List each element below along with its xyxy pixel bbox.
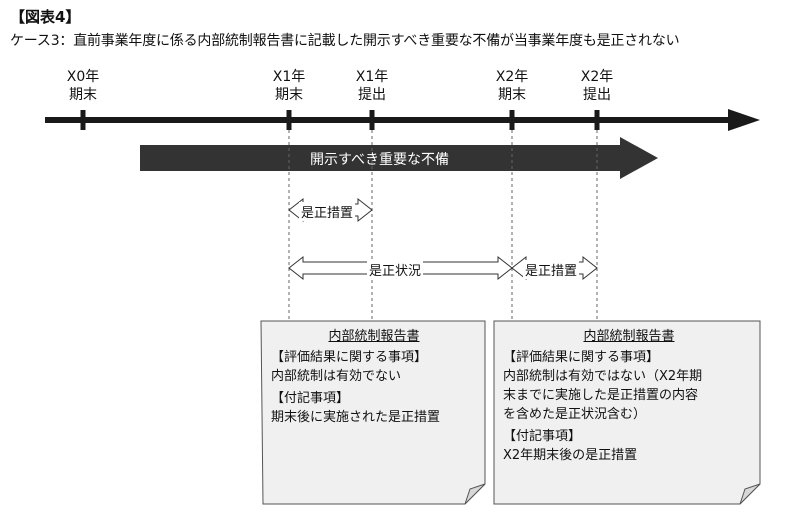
- figure-label: 【図表4】: [10, 8, 81, 26]
- remediation-label-1: 是正措置: [299, 202, 356, 221]
- deficiency-label: 開示すべき重要な不備: [310, 152, 450, 168]
- tick-label-x1-submit: X1年提出: [355, 69, 389, 103]
- status-label: 是正状況: [367, 260, 424, 279]
- report-2-title: 内部統制報告書: [583, 329, 675, 344]
- report-2-appendix-text: X2年期末後の是正措置: [503, 448, 638, 463]
- report-1-heading-appendix: 【付記事項】: [271, 391, 350, 406]
- tick-label-x2-submit: X2年提出: [580, 69, 614, 103]
- tick-label-x0-end: X0年期末: [66, 69, 100, 103]
- case-title: ケース3：直前事業年度に係る内部統制報告書に記載した開示すべき重要な不備が当事業…: [10, 33, 680, 49]
- tick-label-x1-end: X1年期末: [272, 69, 306, 103]
- report-1-title: 内部統制報告書: [328, 329, 420, 344]
- report-2-evaluation-text-3: を含めた是正状況含む）: [503, 407, 647, 422]
- report-1-evaluation-text: 内部統制は有効でない: [271, 369, 402, 384]
- report-2: 内部統制報告書 【評価結果に関する事項】 内部統制は有効ではない（X2年期 末ま…: [503, 327, 755, 465]
- report-box-2-fold: [739, 483, 761, 505]
- report-2-heading-evaluation: 【評価結果に関する事項】: [503, 350, 660, 365]
- report-box-2: [493, 320, 761, 505]
- report-1-appendix-text: 期末後に実施された是正措置: [271, 410, 441, 425]
- report-2-evaluation-text-2: 末までに実施した是正措置の内容: [503, 388, 699, 403]
- remediation-label-2: 是正措置: [523, 260, 580, 279]
- report-2-heading-appendix: 【付記事項】: [503, 429, 582, 444]
- report-box-1: [260, 320, 486, 505]
- timeline-arrowhead: [728, 109, 760, 131]
- report-2-evaluation-text-1: 内部統制は有効ではない（X2年期: [503, 369, 703, 384]
- deficiency-bar: [140, 137, 658, 179]
- tick-label-x2-end: X2年期末: [495, 69, 529, 103]
- report-box-1-fold: [464, 483, 486, 505]
- report-1-heading-evaluation: 【評価結果に関する事項】: [271, 350, 428, 365]
- report-1: 内部統制報告書 【評価結果に関する事項】 内部統制は有効でない 【付記事項】 期…: [271, 327, 477, 427]
